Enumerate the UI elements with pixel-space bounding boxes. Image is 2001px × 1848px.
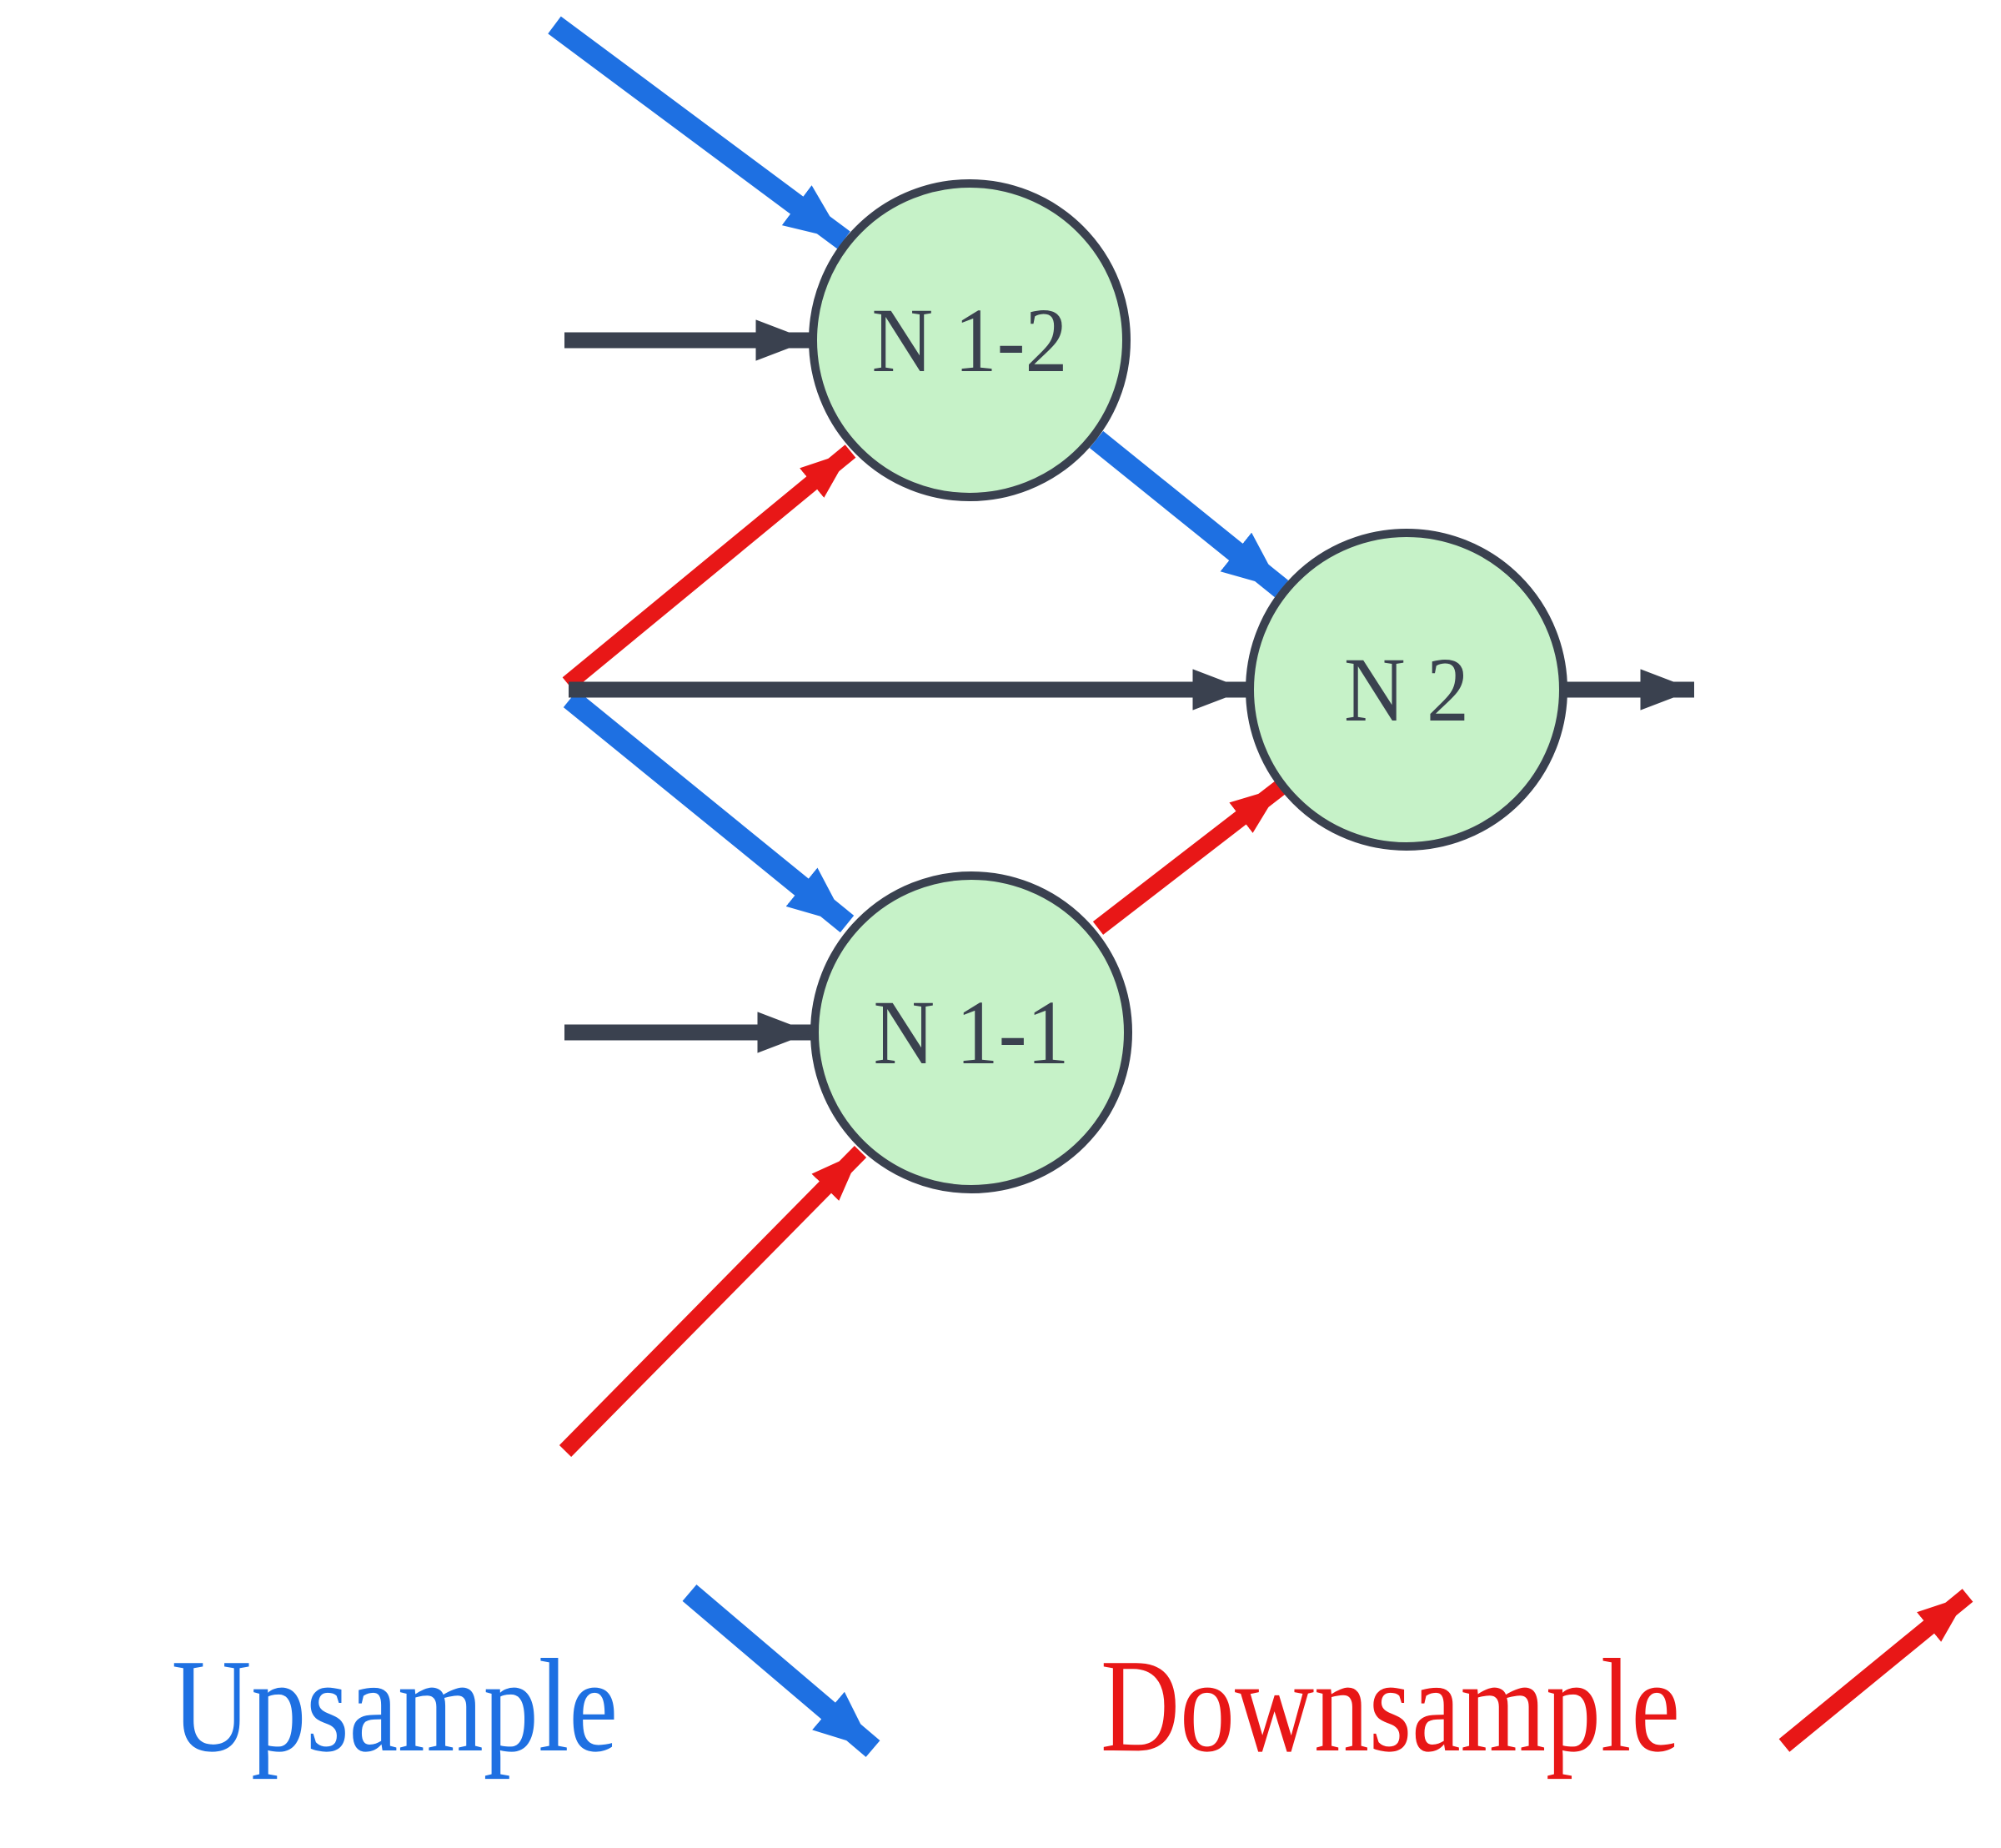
node-n2-circle [1246, 529, 1567, 851]
legend: Upsample Downsample [172, 1584, 1973, 1780]
node-n1-1-circle [810, 871, 1132, 1193]
node-n1-2-circle [809, 179, 1131, 501]
legend-downsample-label: Downsample [1101, 1631, 1680, 1780]
upsample-arrow-branch-to-n1-1 [563, 690, 855, 933]
node-n2: N 2 [1246, 529, 1567, 851]
upsample-arrow-n1-2-to-n2 [1089, 430, 1289, 598]
legend-upsample-arrow-icon [682, 1584, 880, 1757]
downsample-arrow-branch-to-n1-2 [562, 444, 856, 690]
legend-downsample-arrow-icon [1778, 1589, 1973, 1752]
downsample-arrow-input-to-n1-1 [559, 1145, 867, 1458]
downsample-arrow-n1-1-to-n2 [1092, 781, 1286, 935]
legend-upsample-label: Upsample [172, 1631, 618, 1780]
upsample-arrow-input-to-n1-2 [548, 16, 850, 249]
node-n1-2-label: N 1-2 [872, 289, 1068, 391]
node-n1-2: N 1-2 [809, 179, 1131, 501]
node-n1-1-label: N 1-1 [874, 982, 1070, 1083]
node-n1-1: N 1-1 [810, 871, 1132, 1193]
node-n2-label: N 2 [1344, 639, 1469, 741]
